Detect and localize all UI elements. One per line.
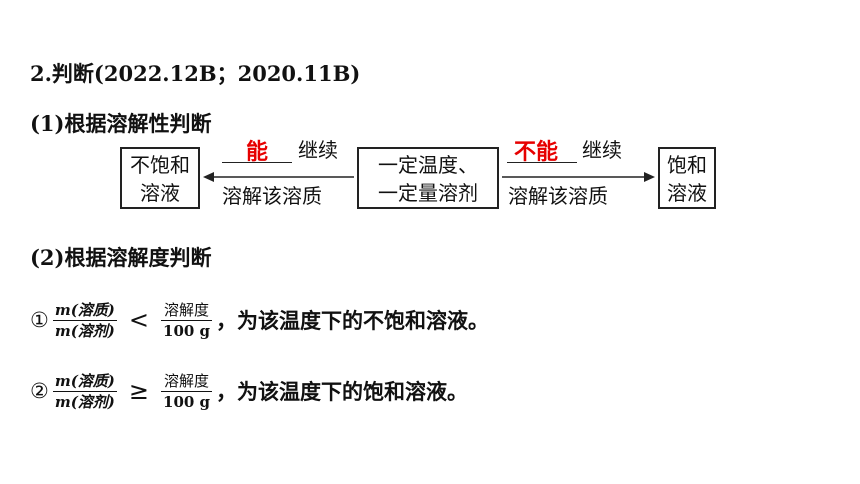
numerator-solute-mass: m(溶质) — [54, 371, 115, 390]
heading-solubility-value-judgement: (2)根据溶解度判断 — [30, 245, 212, 270]
conclusion-unsaturated: ，为该温度下的不饱和溶液。 — [216, 308, 490, 333]
box-conditions: 一定温度、 一定量溶剂 — [357, 147, 499, 209]
left-dissolve-label: 溶解该溶质 — [222, 184, 322, 208]
box-mid-line1: 一定温度、 — [378, 153, 478, 177]
numerator-solubility: 溶解度 — [164, 300, 210, 319]
heading-solubility-judgement: (1)根据溶解性判断 — [30, 111, 212, 136]
fraction-solubility: 溶解度 100 g — [161, 371, 213, 412]
right-continue-label: 继续 — [582, 138, 622, 162]
left-answer: 能 — [246, 140, 269, 165]
box-saturated-solution: 饱和 溶液 — [658, 147, 716, 209]
operator-greater-equal: ≥ — [128, 377, 150, 405]
box-left-line1: 不饱和 — [130, 153, 190, 177]
fraction-solubility: 溶解度 100 g — [161, 300, 213, 341]
numerator-solubility: 溶解度 — [164, 371, 210, 390]
box-mid-line2: 一定量溶剂 — [378, 181, 478, 205]
fraction-mass-ratio: m(溶质) m(溶剂) — [52, 371, 117, 412]
denominator-100g: 100 g — [163, 392, 211, 411]
section-title: 2.判断(2022.12B；2020.11B) — [30, 61, 361, 86]
box-unsaturated-solution: 不饱和 溶液 — [120, 147, 200, 209]
box-right-line1: 饱和 — [667, 153, 707, 177]
formula-saturated: ② m(溶质) m(溶剂) ≥ 溶解度 100 g ，为该温度下的饱和溶液。 — [30, 361, 468, 421]
right-answer: 不能 — [514, 140, 559, 165]
fraction-bar — [161, 319, 213, 321]
box-right-line2: 溶液 — [667, 181, 707, 205]
left-arrow — [203, 172, 354, 182]
left-continue-label: 继续 — [298, 138, 338, 162]
fraction-mass-ratio: m(溶质) m(溶剂) — [52, 300, 117, 341]
box-left-line2: 溶液 — [140, 181, 180, 205]
denominator-solvent-mass: m(溶剂) — [54, 321, 115, 340]
conclusion-saturated: ，为该温度下的饱和溶液。 — [216, 379, 469, 404]
right-dissolve-label: 溶解该溶质 — [508, 184, 608, 208]
fraction-bar — [52, 319, 117, 321]
formula-unsaturated: ① m(溶质) m(溶剂) < 溶解度 100 g ，为该温度下的不饱和溶液。 — [30, 290, 489, 350]
denominator-solvent-mass: m(溶剂) — [54, 392, 115, 411]
right-blank — [507, 132, 577, 163]
numerator-solute-mass: m(溶质) — [54, 300, 115, 319]
marker-2: ② — [30, 379, 49, 403]
right-arrow — [502, 172, 655, 182]
marker-1: ① — [30, 308, 49, 332]
fraction-bar — [52, 390, 117, 392]
left-blank — [222, 132, 292, 163]
operator-less-than: < — [128, 306, 150, 334]
fraction-bar — [161, 390, 213, 392]
denominator-100g: 100 g — [163, 321, 211, 340]
